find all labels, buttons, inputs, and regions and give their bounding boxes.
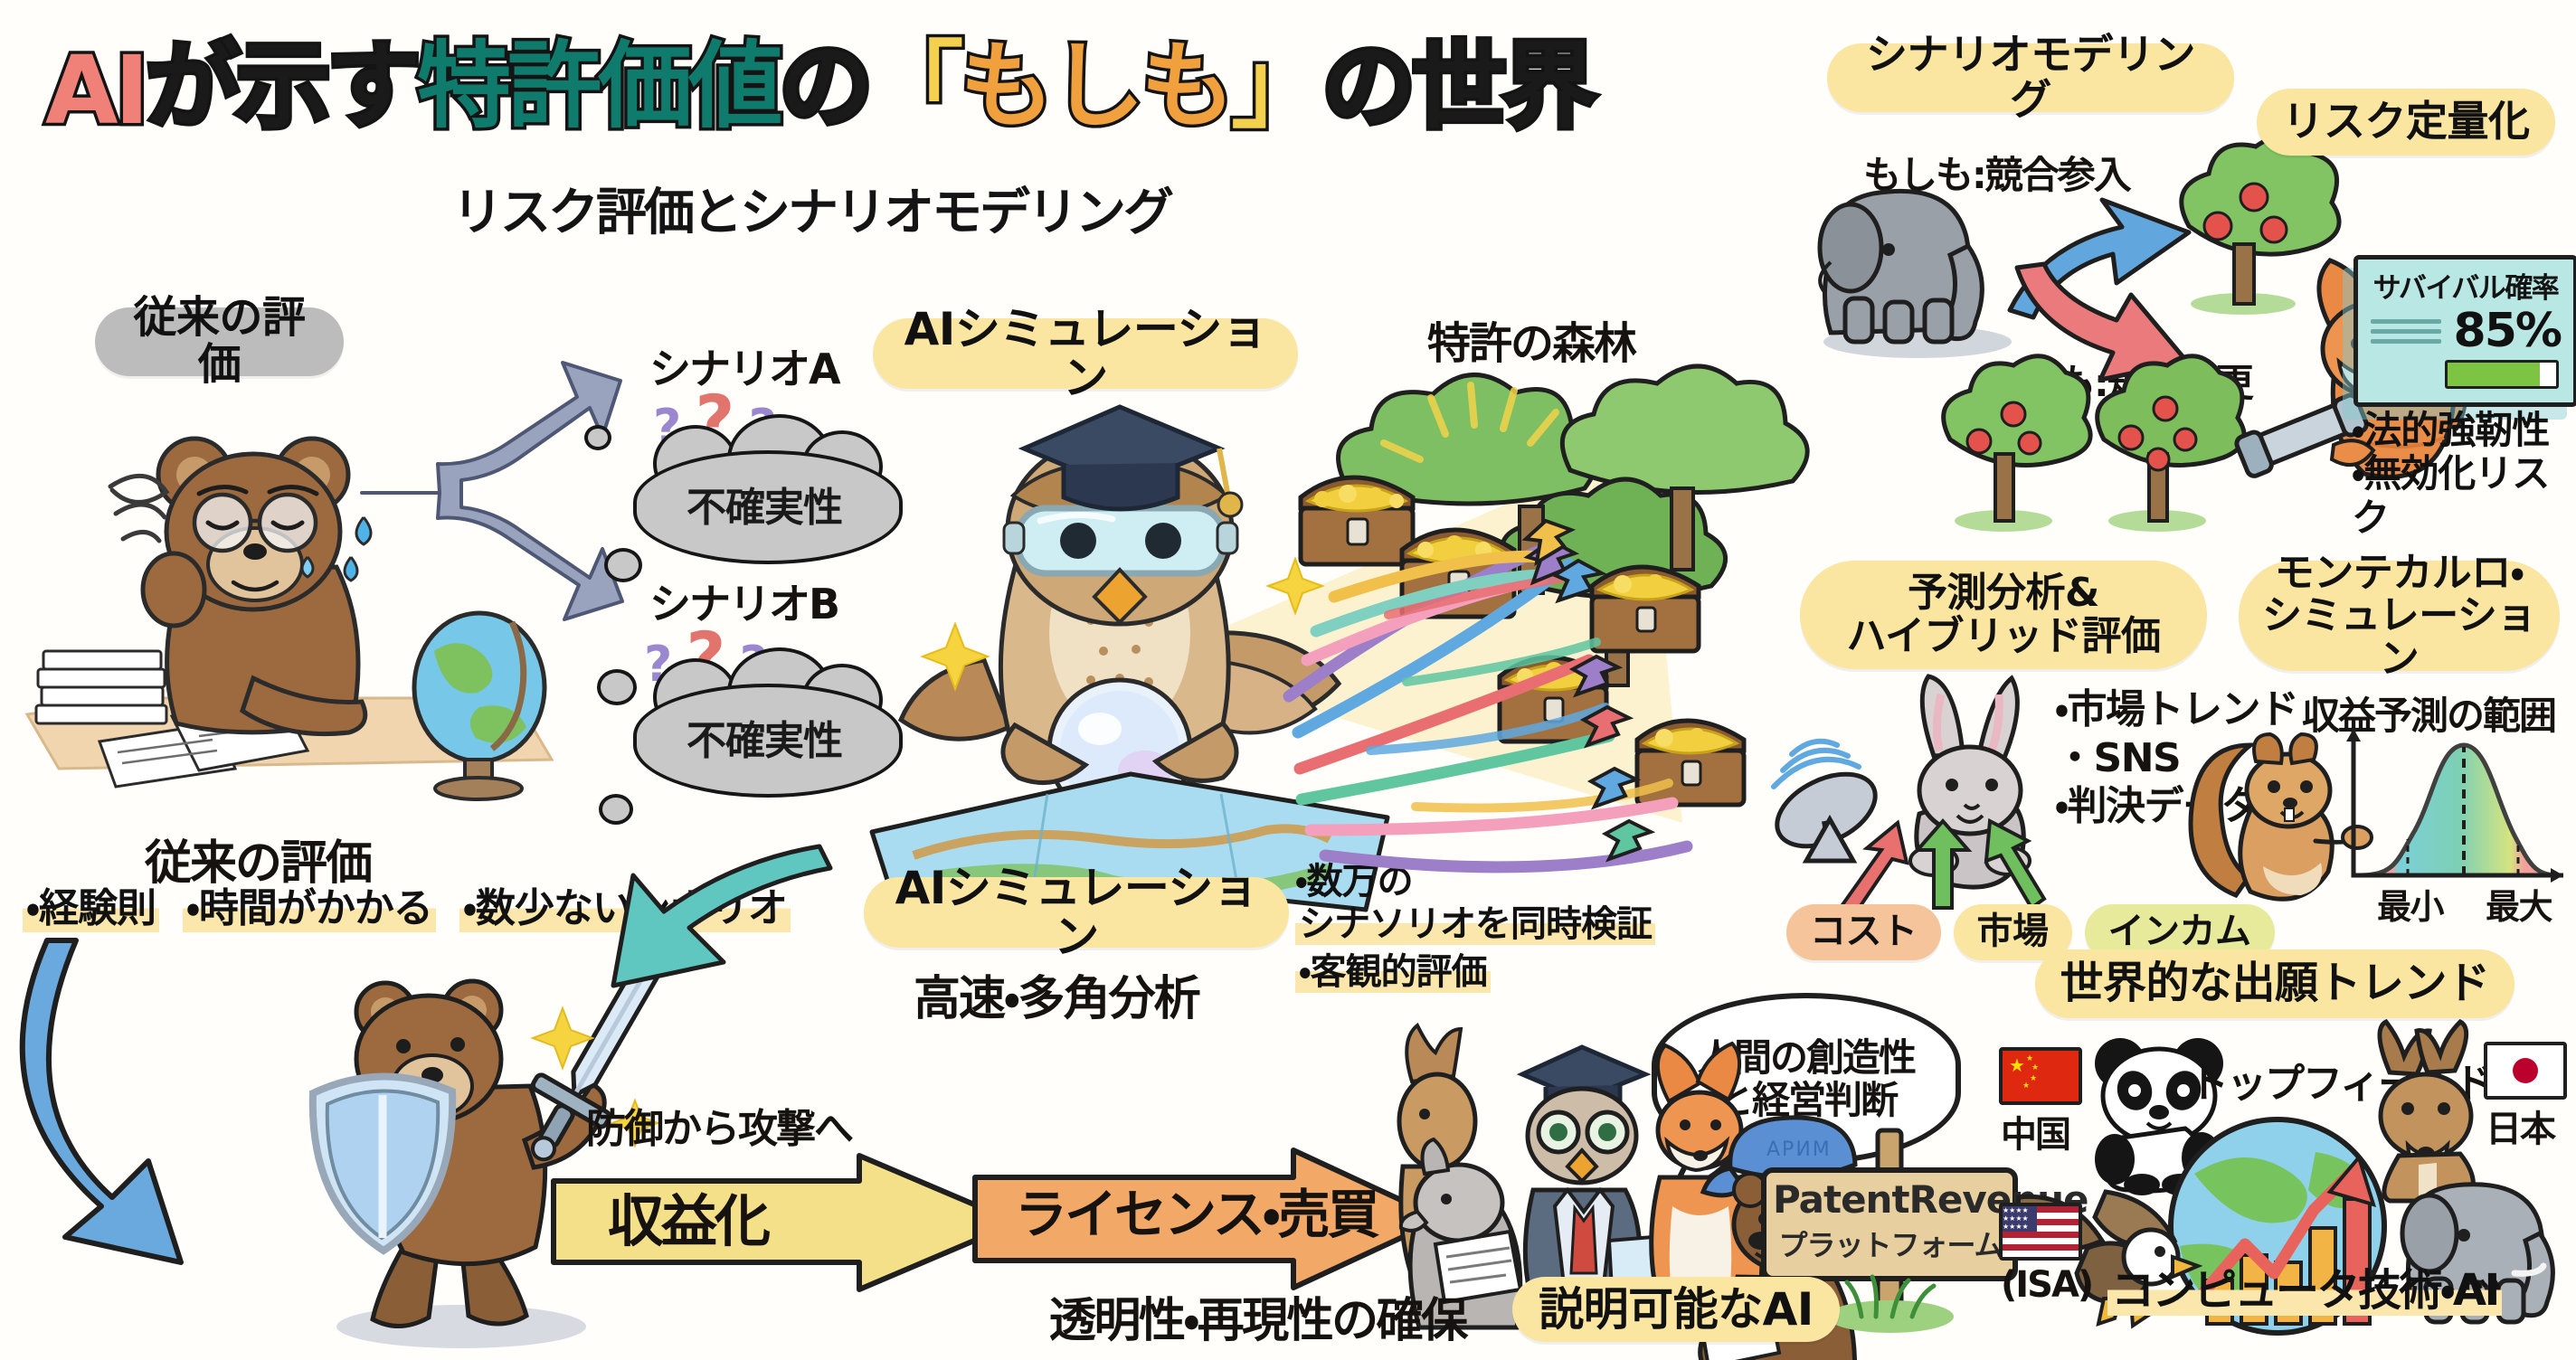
ai-simulation-badge-bottom[interactable]: AIシミュレーション [864, 864, 1289, 961]
monetize-arrow-yellow[interactable] [551, 1153, 1024, 1292]
license-arrow-label: ライセンス・売買 [1015, 1184, 1380, 1245]
uncertainty-label: 不確実性 [687, 485, 843, 531]
conventional-eval-caption: 従来の評価 [145, 836, 373, 891]
country-label-isa: (ISA) [2001, 1264, 2094, 1306]
hybrid-input-arrows [1838, 817, 2047, 912]
license-arrow-orange[interactable] [972, 1147, 1445, 1291]
pill-market[interactable]: 市場 [1953, 904, 2072, 960]
chart-axis-min-label: 最小 [2377, 887, 2445, 927]
cloud-puff-small [604, 548, 642, 582]
title-segment-1: が示す [143, 28, 424, 145]
speech-line-2: と経営判断 [1715, 1078, 1899, 1122]
survival-progress-bar [2445, 360, 2559, 389]
squirrel-illustration [2188, 732, 2373, 902]
global-trend-badge[interactable]: 世界的な出願トレンド [2035, 949, 2514, 1018]
bullet-item: ・SNS [2055, 734, 2182, 781]
bullet-item: ・客観的評価 [1295, 951, 1491, 994]
explainable-ai-badge[interactable]: 説明可能なAI [1512, 1277, 1840, 1342]
defense-to-offense-label: 防御から攻撃へ [586, 1106, 854, 1152]
predictive-analysis-badge[interactable]: 予測分析& ハイブリッド評価 [1800, 561, 2207, 669]
country-label-china: 中国 [2001, 1114, 2071, 1156]
monte-carlo-chart-caption: 収益予測の範囲 [2302, 694, 2557, 738]
flag-usa-icon: ★★★★★★★★★★★★ [1999, 1203, 2082, 1261]
apple-tree-small-right [2095, 354, 2247, 532]
bottom-field-text: コンピュータ技術・AI [2107, 1265, 2502, 1317]
bullet-item: ・時間がかかる [182, 885, 436, 932]
ai-simulation-bullets: ・数万の シナソリオを同時検証 ・客観的評価 [1295, 861, 1675, 995]
sign-line-2: プラットフォーム [1778, 1228, 2003, 1262]
monetize-arrow-label: 収益化 [608, 1188, 771, 1254]
country-label-japan: 日本 [2486, 1109, 2556, 1150]
uncertainty-cloud-b: 不確実性 [633, 647, 903, 798]
branch-arrow-gray [360, 361, 624, 621]
bullet-item: ・経験則 [23, 885, 159, 932]
bullet-item: ・無効化リスク [2352, 451, 2550, 540]
uncertainty-label: 不確実性 [687, 718, 843, 764]
bottom-field-label: コンピュータ技術・AI [2107, 1265, 2502, 1317]
page-subtitle: リスク評価とシナリオモデリング [452, 184, 1174, 242]
bullet-item: ・法的強靭性 [2352, 408, 2550, 452]
pill-label: コスト [1810, 911, 1918, 953]
transparency-caption: 透明性・再現性の確保 [1049, 1294, 1468, 1348]
ai-simulation-caption: 高速・多角分析 [914, 972, 1201, 1026]
scenario-modeling-badge[interactable]: シナリオモデリング [1827, 32, 2234, 122]
bear-at-desk-illustration [24, 436, 554, 801]
elephant-india-illustration [2400, 1182, 2555, 1325]
scenario-a-label: シナリオA [649, 345, 841, 393]
satellite-dish-icon [1771, 738, 1878, 864]
bullet-item: ・判決データ [2055, 783, 2260, 830]
bullet-item: シナソリオを同時検証 [1295, 903, 1655, 946]
cloud-puff-small [599, 794, 633, 825]
conventional-eval-badge[interactable]: 従来の評価 [95, 294, 344, 388]
predictive-badge-line2: ハイブリッド評価 [1846, 613, 2161, 659]
pill-label: 市場 [1976, 911, 2050, 953]
risk-quantification-bullets: ・法的強靭性 ・無効化リスク [2352, 408, 2576, 540]
scenario-streams [1283, 518, 1693, 874]
cloud-puff-small [597, 669, 637, 705]
risk-quantification-badge[interactable]: リスク定量化 [2257, 89, 2555, 156]
elephant-illustration [1817, 188, 2012, 358]
owl-fortune-teller-illustration [897, 404, 1342, 844]
svg-text:АРИМ: АРИМ [1766, 1138, 1832, 1161]
monte-carlo-badge-line2: シミュレーション [2262, 592, 2536, 682]
title-segment-0: AI [42, 33, 152, 149]
screen-lines-icon [2371, 314, 2441, 349]
revenue-distribution-chart [2346, 729, 2563, 883]
title-segment-4: 「 [867, 28, 967, 145]
monte-carlo-badge-line1: モンテカルロ・ [2274, 549, 2524, 596]
pill-cost[interactable]: コスト [1786, 904, 1941, 960]
sign-line-1: PatentRevenue [1773, 1177, 2089, 1222]
survival-probability-value: 85% [2453, 304, 2562, 358]
flag-japan-icon [2484, 1042, 2567, 1100]
warrior-bear-illustration [308, 930, 678, 1348]
predictive-analysis-bullets: ・市場トレンド ・SNS ・判決データ [2055, 685, 2299, 831]
uncertainty-cloud-a: 不確実性 [633, 414, 903, 564]
flag-china-icon: ★ ★ ★ ★ ★ [1999, 1047, 2082, 1105]
title-segment-3: の [776, 28, 876, 145]
title-segment-5: もしも [957, 28, 1238, 145]
pill-label: インカム [2107, 911, 2252, 953]
title-segment-7: の世界 [1319, 28, 1600, 145]
bullet-item: ・市場トレンド [2055, 686, 2299, 732]
title-segment-2: 特許価値 [414, 28, 786, 145]
title-segment-6: 」 [1228, 28, 1329, 145]
predictive-badge-line1: 予測分析& [1908, 570, 2099, 617]
scenario-b-label: シナリオB [649, 580, 840, 628]
monte-carlo-badge[interactable]: モンテカルロ・ シミュレーション [2239, 552, 2560, 680]
survival-progress-fill [2448, 363, 2540, 386]
apple-tree-small-left [1941, 354, 2093, 532]
patent-forest-label: 特許の森林 [1427, 318, 1637, 369]
cloud-puff-tiny [584, 425, 611, 450]
survival-probability-screen: サバイバル確率 85% [2353, 255, 2576, 407]
teal-arrow [611, 844, 833, 988]
chart-axis-max-label: 最大 [2486, 887, 2553, 927]
survival-probability-title: サバイバル確率 [2372, 272, 2560, 305]
blue-curved-arrow [19, 938, 184, 1265]
